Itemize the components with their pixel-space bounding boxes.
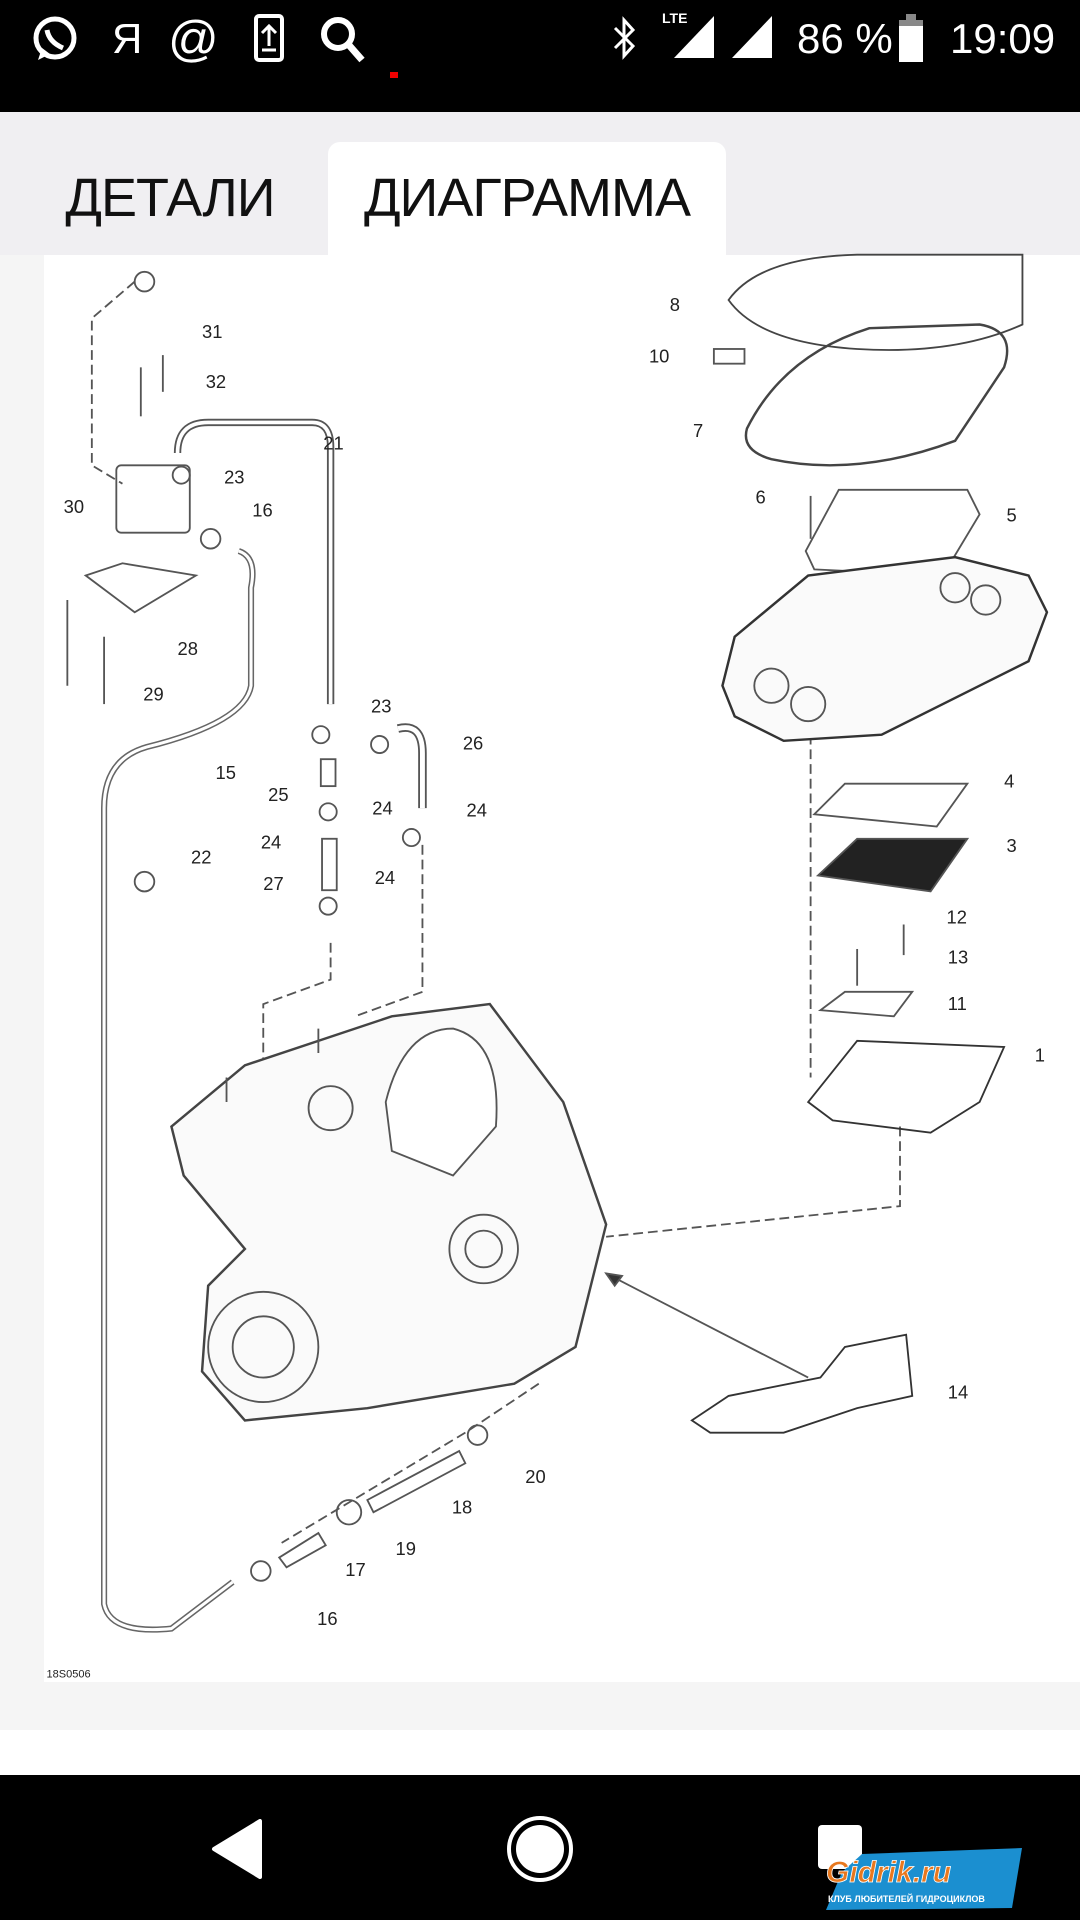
bluetooth-icon	[613, 16, 636, 60]
clock: 19:09	[950, 15, 1056, 62]
whatsapp-icon	[33, 16, 77, 60]
svg-text:КЛУБ ЛЮБИТЕЛЕЙ ГИДРОЦИКЛОВ: КЛУБ ЛЮБИТЕЛЕЙ ГИДРОЦИКЛОВ	[828, 1893, 985, 1904]
spacer	[0, 1730, 1080, 1775]
search-icon	[321, 17, 365, 63]
network-type: LTE	[662, 10, 688, 26]
upload-icon	[254, 14, 284, 62]
gidrik-logo: Gidrik.ru КЛУБ ЛЮБИТЕЛЕЙ ГИДРОЦИКЛОВ	[826, 1848, 1022, 1910]
battery-percent: 86 %	[797, 15, 893, 62]
signal-icon	[732, 16, 772, 58]
home-icon[interactable]	[506, 1815, 574, 1883]
mail-at-icon: @	[168, 11, 219, 67]
battery-icon	[899, 14, 923, 62]
status-bar: Я @ LTE 86 % 19:09	[0, 0, 1080, 112]
tab-bar: ДЕТАЛИ ДИАГРАММА	[0, 112, 1080, 255]
svg-text:Gidrik.ru: Gidrik.ru	[826, 1856, 951, 1889]
tab-details[interactable]: ДЕТАЛИ	[65, 168, 275, 228]
notification-dot	[390, 72, 398, 78]
lte-signal-icon	[674, 16, 714, 58]
tab-diagram[interactable]: ДИАГРАММА	[328, 142, 726, 255]
back-icon[interactable]	[210, 1819, 266, 1879]
yandex-icon: Я	[112, 15, 143, 62]
parts-diagram[interactable]	[44, 255, 1080, 1682]
